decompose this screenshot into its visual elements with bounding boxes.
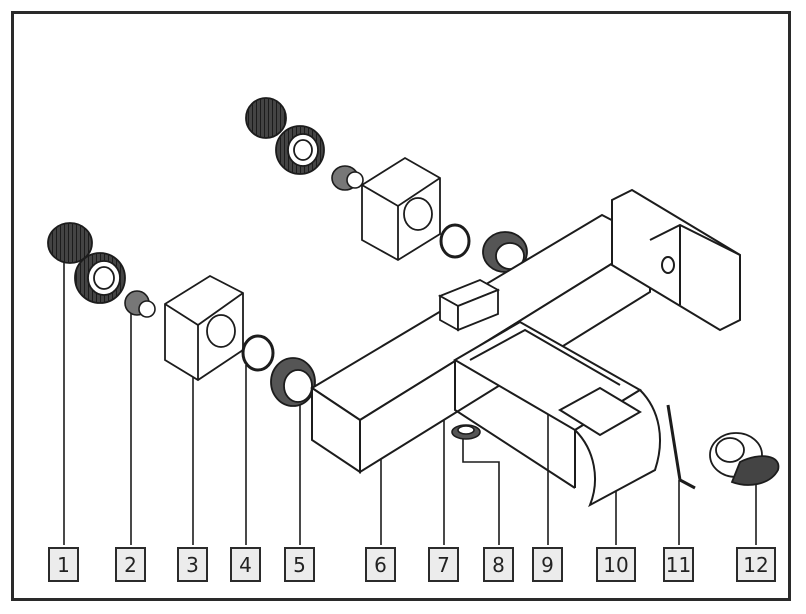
part-label-9: 9 [532, 547, 563, 582]
upper-spindle [331, 165, 364, 191]
upper-cover-plate [361, 156, 441, 262]
part-label-8: 8 [483, 547, 514, 582]
part-label-2: 2 [115, 547, 146, 582]
part-label-10: 10 [596, 547, 636, 582]
part-label-6: 6 [365, 547, 396, 582]
part-label-11: 11 [663, 547, 694, 582]
waterfall-spout [453, 320, 661, 508]
lower-nut [270, 357, 316, 407]
diverter-knob [709, 432, 780, 486]
allen-key [666, 404, 696, 490]
lower-washer [241, 334, 275, 372]
leader-8 [462, 435, 500, 545]
part-label-5: 5 [284, 547, 315, 582]
part-label-12: 12 [736, 547, 776, 582]
lower-spindle [124, 290, 156, 318]
part-label-4: 4 [230, 547, 261, 582]
outlet-nut [451, 424, 481, 440]
part-label-7: 7 [428, 547, 459, 582]
upper-nut [482, 231, 528, 273]
part-label-1: 1 [48, 547, 79, 582]
upper-washer [439, 223, 471, 259]
lower-cover-plate [164, 274, 244, 382]
diverter-block [437, 279, 501, 332]
upper-handle-assembly [245, 97, 325, 175]
lower-handle-assembly [47, 222, 126, 304]
part-label-3: 3 [177, 547, 208, 582]
